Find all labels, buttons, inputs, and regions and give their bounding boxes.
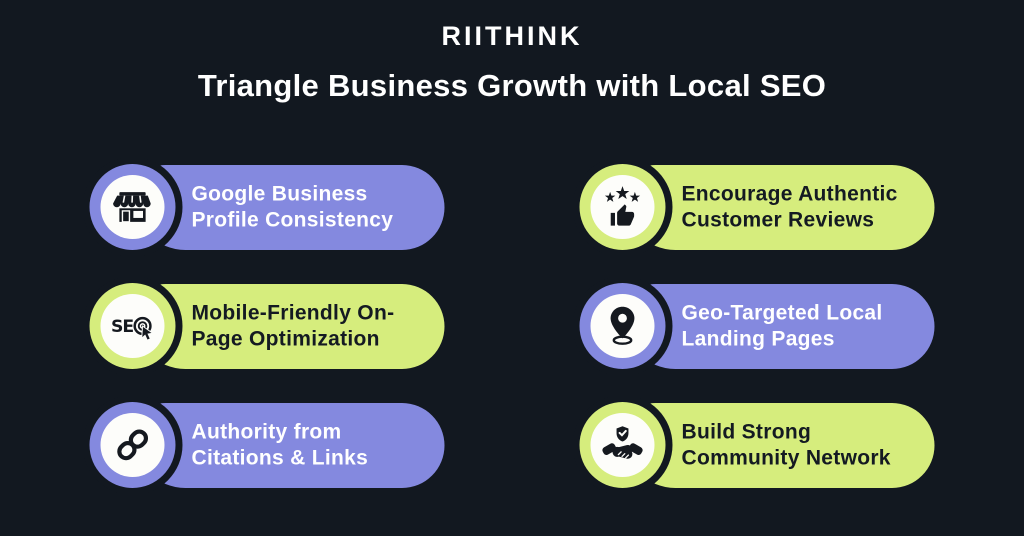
badge-circle: [590, 413, 655, 477]
card-pill: [623, 403, 935, 488]
card-citations-links: Authority from Citations & Links: [89, 401, 445, 490]
seo-letters: SE: [111, 317, 133, 337]
card-line1: Mobile-Friendly On-: [191, 301, 395, 324]
seo-target-icon: SE: [111, 316, 154, 341]
card-line1: Authority from: [191, 420, 342, 443]
badge-circle: [590, 175, 655, 239]
handshake-shield-icon: [602, 426, 643, 459]
card-label: Mobile-Friendly On- Page Optimization: [192, 300, 395, 353]
card-line1: Build Strong: [681, 420, 812, 443]
card-line2: Customer Reviews: [681, 208, 875, 232]
card-label: Geo-Targeted Local Landing Pages: [682, 300, 883, 353]
card-line1: Encourage Authentic: [681, 182, 898, 205]
card-label: Encourage Authentic Customer Reviews: [682, 181, 898, 234]
page-title: Triangle Business Growth with Local SEO: [197, 68, 827, 103]
card-line2: Page Optimization: [191, 327, 380, 351]
cards-grid: Google Business Profile Consistency: [89, 163, 935, 490]
storefront-icon: [113, 192, 151, 223]
card-pill: [623, 284, 935, 369]
card-pill: [133, 165, 445, 250]
card-badge: [89, 164, 176, 250]
card-badge: SE: [89, 283, 176, 369]
card-badge: [579, 402, 666, 488]
card-line1: Google Business: [191, 182, 368, 205]
card-pill: [623, 165, 935, 250]
card-google-business-profile: Google Business Profile Consistency: [89, 163, 445, 252]
card-mobile-friendly-seo: SE Mobile-Friendly On- Page Optimization: [89, 282, 445, 371]
card-line2: Profile Consistency: [191, 208, 394, 232]
brand-logo: RIITHINK: [441, 21, 583, 51]
location-pin-icon: [610, 306, 635, 345]
card-pill: [133, 284, 445, 369]
badge-circle: [100, 413, 165, 477]
card-line2: Landing Pages: [681, 327, 835, 351]
chain-link-icon: [117, 429, 149, 461]
card-geo-targeted-pages: Geo-Targeted Local Landing Pages: [579, 282, 935, 371]
card-line2: Citations & Links: [191, 446, 369, 470]
card-community-network: Build Strong Community Network: [579, 401, 935, 490]
card-line1: Geo-Targeted Local: [681, 301, 883, 324]
card-line2: Community Network: [681, 446, 891, 470]
badge-circle: [100, 175, 165, 239]
card-badge: [89, 402, 176, 488]
badge-circle: [590, 294, 655, 358]
card-badge: [579, 164, 666, 250]
card-label: Build Strong Community Network: [682, 419, 891, 472]
card-badge: [579, 283, 666, 369]
badge-circle: SE: [100, 294, 165, 358]
card-label: Authority from Citations & Links: [192, 419, 369, 472]
card-pill: [133, 403, 445, 488]
thumbs-up-stars-icon: [604, 186, 641, 226]
card-customer-reviews: Encourage Authentic Customer Reviews: [579, 163, 935, 252]
card-label: Google Business Profile Consistency: [192, 181, 394, 234]
